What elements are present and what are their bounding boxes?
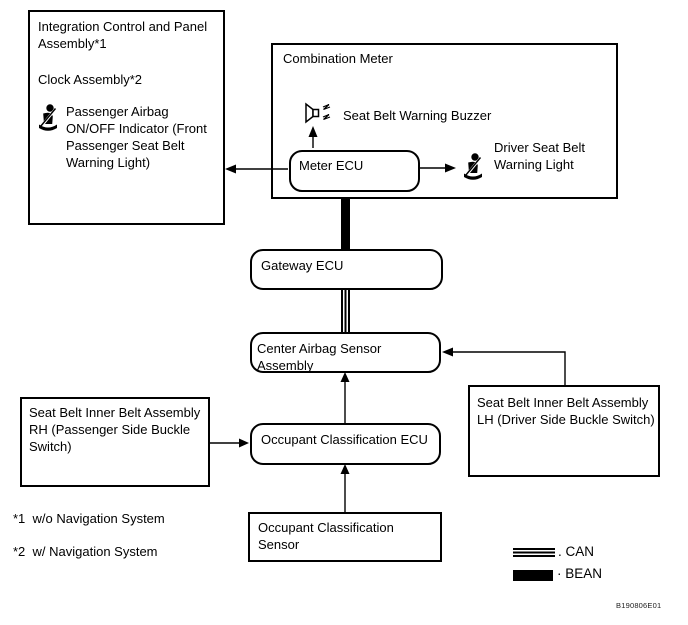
footnote-w-navigation: *2 w/ Navigation System [13, 544, 158, 559]
drawing-code: B190806E01 [616, 601, 662, 610]
can-line-swatch [513, 548, 555, 557]
wire-lh-to-center-airbag [451, 351, 566, 385]
meter-ecu-box: Meter ECU [289, 150, 420, 192]
arrowhead-to-integration [225, 164, 236, 174]
combination-meter-box: Combination Meter Seat Belt Warning Buzz… [271, 43, 618, 199]
arrowhead-rh-to-oce [239, 438, 249, 448]
seat-belt-inner-lh-box: Seat Belt Inner Belt Assembly LH (Driver… [468, 385, 660, 477]
integration-box-title: Integration Control and Panel Assembly*1 [38, 19, 208, 51]
seat-belt-warning-buzzer-label: Seat Belt Warning Buzzer [343, 108, 492, 123]
seat-belt-inner-rh-label: Seat Belt Inner Belt Assembly RH (Passen… [29, 405, 201, 454]
gateway-ecu-box: Gateway ECU [250, 249, 443, 290]
seat-belt-inner-rh-box: Seat Belt Inner Belt Assembly RH (Passen… [20, 397, 210, 487]
bean-bus-meter-gateway [341, 197, 350, 250]
arrowhead-sensor-to-oce [340, 464, 350, 474]
can-legend-label: . CAN [558, 544, 595, 559]
can-bus-gateway-center [341, 289, 350, 333]
clock-assembly-label: Clock Assembly*2 [38, 72, 143, 87]
occupant-classification-sensor-box: Occupant Classification Sensor [248, 512, 442, 562]
driver-seat-belt-warning-light-label: Driver Seat Belt Warning Light [494, 140, 586, 172]
passenger-seat-belt-icon [36, 103, 62, 171]
center-airbag-sensor-box: Center Airbag Sensor Assembly [250, 332, 441, 373]
integration-control-panel-box: Integration Control and Panel Assembly*1… [28, 10, 225, 225]
occupant-classification-ecu-box: Occupant Classification ECU [250, 423, 441, 465]
gateway-ecu-label: Gateway ECU [261, 258, 344, 273]
driver-seat-belt-icon [461, 152, 485, 186]
seat-belt-inner-lh-label: Seat Belt Inner Belt Assembly LH (Driver… [477, 395, 655, 427]
bean-line-swatch [513, 570, 553, 581]
passenger-airbag-indicator-label: Passenger Airbag ON/OFF Indicator (Front… [66, 104, 207, 170]
occupant-classification-sensor-label: Occupant Classification Sensor [258, 520, 394, 552]
bean-legend-label: · BEAN [557, 566, 603, 581]
buzzer-speaker-icon [303, 101, 335, 131]
footnote-wo-navigation: *1 w/o Navigation System [13, 511, 165, 526]
arrowhead-lh-to-center [442, 347, 453, 357]
combination-meter-title: Combination Meter [283, 51, 393, 66]
occupant-classification-ecu-label: Occupant Classification ECU [261, 432, 428, 447]
center-airbag-sensor-label: Center Airbag Sensor Assembly [257, 341, 382, 373]
meter-ecu-label: Meter ECU [299, 158, 364, 173]
